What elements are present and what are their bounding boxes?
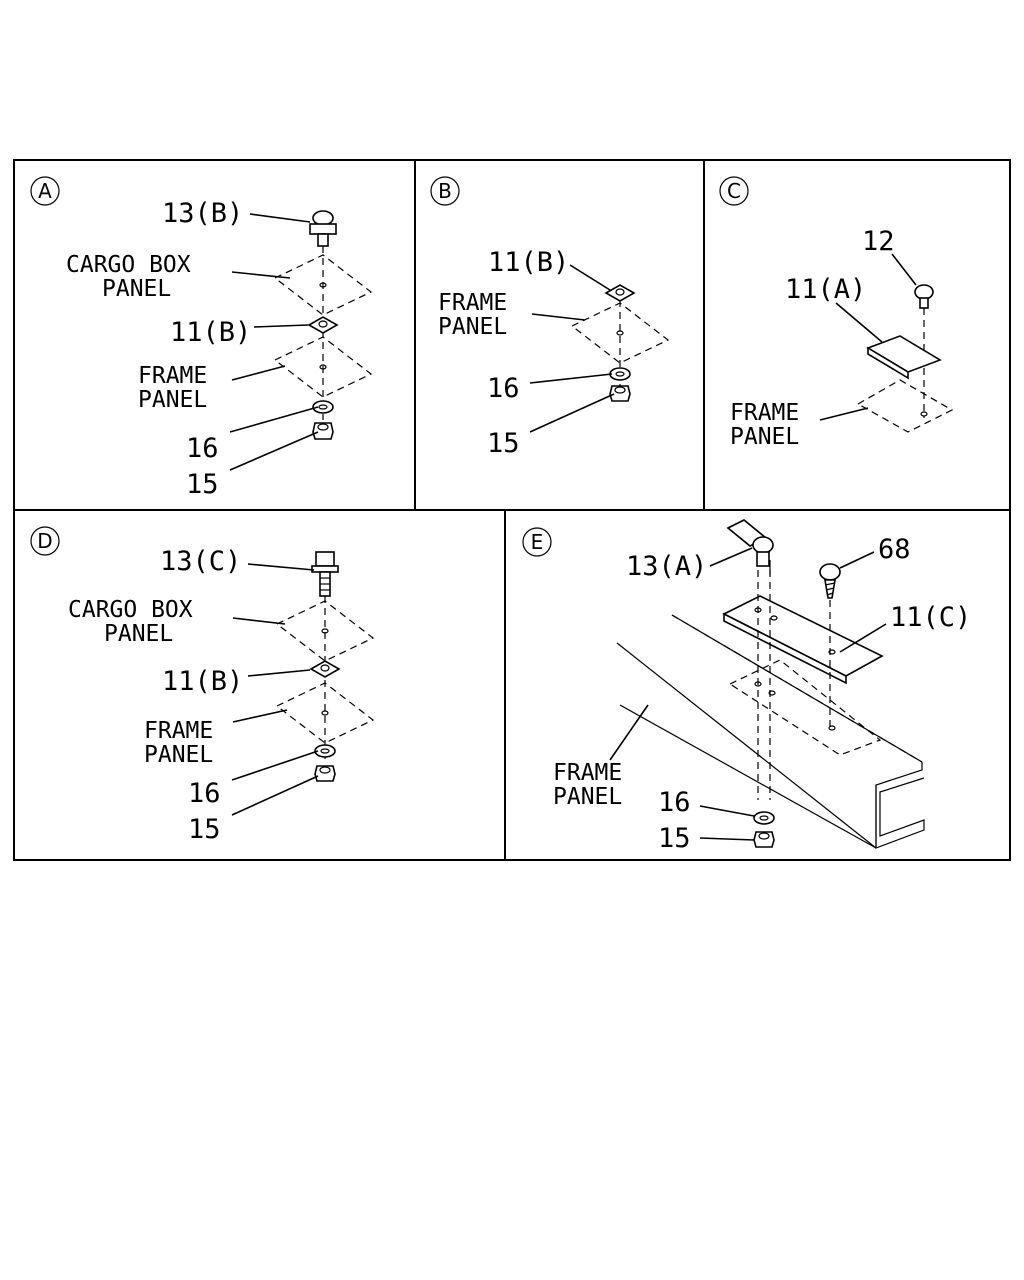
- panel-e-letter: E: [531, 530, 544, 554]
- label-frame-panel: PANEL: [730, 424, 799, 450]
- nut-15: [753, 831, 775, 848]
- callout-16: 16: [186, 433, 219, 464]
- panel-c: C 12 11(A) FRAME PANEL: [719, 176, 954, 450]
- panel-b-badge: B: [430, 176, 460, 206]
- callout-12: 12: [862, 226, 895, 257]
- label-cargo-panel: PANEL: [102, 276, 171, 302]
- frame-panel-plate: [728, 659, 882, 756]
- washer-16: [314, 744, 336, 758]
- panel-c-badge: C: [719, 176, 749, 206]
- label-frame: FRAME: [438, 290, 507, 316]
- callout-16: 16: [487, 373, 520, 404]
- label-frame-panel: PANEL: [138, 387, 207, 413]
- callout-15: 15: [658, 823, 691, 854]
- label-frame: FRAME: [144, 718, 213, 744]
- label-frame-panel: PANEL: [144, 742, 213, 768]
- callout-11c: 11(C): [890, 602, 971, 633]
- nut-15: [609, 385, 631, 402]
- callout-11b: 11(B): [162, 666, 243, 697]
- panel-a-letter: A: [38, 179, 52, 203]
- bolt-13b: [309, 210, 337, 247]
- panel-d-circle: [30, 526, 60, 556]
- washer-16: [753, 811, 775, 825]
- panel-d: D 13(C): [30, 526, 375, 845]
- square-washer-11b: [309, 660, 341, 678]
- washer-16: [312, 400, 334, 414]
- panel-a-circle: [30, 176, 60, 206]
- callout-15: 15: [188, 814, 221, 845]
- panel-d-letter: D: [37, 529, 52, 553]
- washer-16: [609, 367, 631, 381]
- callout-13b: 13(B): [162, 198, 243, 229]
- panel-e: E: [522, 519, 971, 854]
- panel-a: A: [30, 176, 373, 500]
- callout-68: 68: [878, 534, 911, 565]
- panel-c-letter: C: [727, 179, 741, 203]
- callout-13a: 13(A): [626, 551, 707, 582]
- bolt-13c: [311, 551, 339, 597]
- label-cargo-box: CARGO BOX: [66, 252, 191, 278]
- frame-panel-plate: [273, 336, 373, 398]
- label-frame-panel: PANEL: [553, 784, 622, 810]
- frame-panel-plate: [856, 379, 954, 433]
- panel-e-badge: E: [522, 527, 552, 557]
- nut-15: [314, 765, 336, 782]
- screw-68: [819, 563, 841, 599]
- frame-panel-plate: [275, 682, 375, 744]
- label-cargo-panel: PANEL: [104, 621, 173, 647]
- label-frame-panel: PANEL: [438, 314, 507, 340]
- panel-grid: [13, 159, 1011, 861]
- panel-e-circle: [522, 527, 552, 557]
- panel-a-badge: A: [30, 176, 60, 206]
- panel-b-circle: [430, 176, 460, 206]
- callout-15: 15: [186, 469, 219, 500]
- plate-11a: [866, 335, 942, 380]
- callout-11b: 11(B): [488, 247, 569, 278]
- callout-11a: 11(A): [785, 274, 866, 305]
- callout-13c: 13(C): [160, 546, 241, 577]
- plate-11c: [722, 595, 884, 685]
- label-frame: FRAME: [553, 760, 622, 786]
- frame-panel-plate: [570, 302, 670, 364]
- panel-d-badge: D: [30, 526, 60, 556]
- panel-b-letter: B: [438, 179, 452, 203]
- frame-channel: [616, 614, 925, 849]
- square-washer-11b: [307, 316, 339, 334]
- cargo-box-panel-plate: [275, 600, 375, 662]
- label-cargo-box: CARGO BOX: [68, 597, 193, 623]
- nut-15: [312, 422, 334, 440]
- label-frame: FRAME: [730, 400, 799, 426]
- panel-b: B 11(B) FRAME PANEL 16 15: [430, 176, 670, 459]
- cargo-box-panel-plate: [273, 254, 373, 316]
- panel-c-circle: [719, 176, 749, 206]
- callout-11b: 11(B): [170, 317, 251, 348]
- callout-16: 16: [658, 787, 691, 818]
- label-frame: FRAME: [138, 363, 207, 389]
- screw-12: [914, 284, 934, 309]
- square-washer-11b: [604, 284, 636, 302]
- callout-15: 15: [487, 428, 520, 459]
- bracket-bolt-13a: [726, 519, 774, 567]
- callout-16: 16: [188, 778, 221, 809]
